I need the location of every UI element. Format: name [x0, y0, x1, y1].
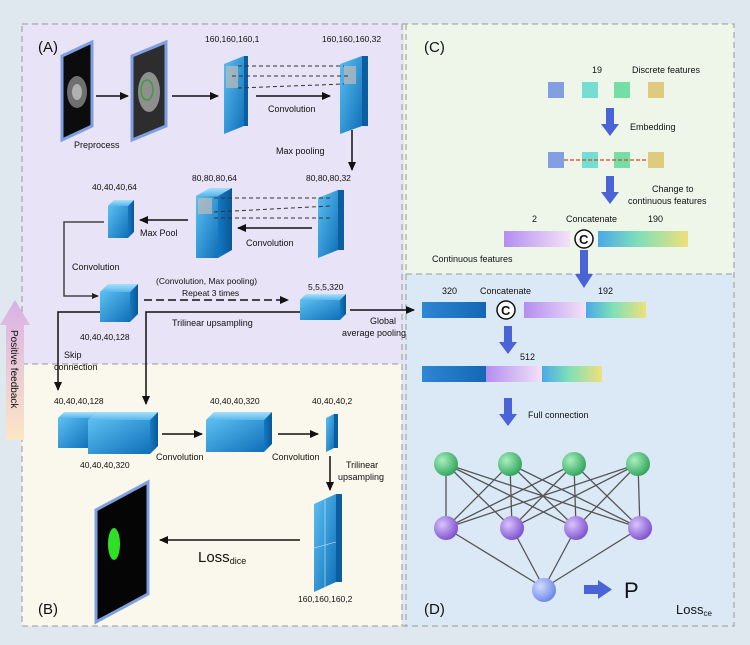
convolution-label-1: Convolution: [268, 104, 316, 114]
volume-b-40-2: [326, 414, 338, 452]
output-node: [532, 578, 556, 602]
volume-160-32: [340, 56, 368, 134]
skip-label-2: connection: [54, 362, 98, 372]
embedding-arrow: [601, 108, 619, 136]
panel-label-b: (B): [38, 601, 58, 618]
volume-160-1: [224, 56, 248, 134]
hidden-node: [500, 516, 524, 540]
concat-arrow-d: [499, 326, 517, 354]
preprocess-label: Preprocess: [74, 140, 120, 150]
convolution-label-2: Convolution: [246, 238, 294, 248]
combined-feature-bar-512: [422, 366, 602, 382]
dims-label-160-32: 160,160,160,32: [322, 34, 381, 44]
dims-label-80-64: 80,80,80,64: [192, 173, 237, 183]
change-arrow: [601, 176, 619, 204]
volume-40-128: [100, 284, 138, 322]
convolution-label-b2: Convolution: [272, 452, 320, 462]
continuous-features-label: Continuous features: [432, 254, 513, 264]
count-2-label: 2: [532, 214, 537, 224]
concatenate-label-c: Concatenate: [566, 214, 617, 224]
trilinear-label-b1: Trilinear: [346, 460, 378, 470]
input-node: [562, 452, 586, 476]
volume-40-64: [108, 200, 134, 238]
loss-dice-label: Lossdice: [198, 549, 246, 566]
convolution-label-3: Convolution: [72, 262, 120, 272]
volume-b-160-2: [313, 494, 342, 592]
repeat-label-line1: (Convolution, Max pooling): [156, 276, 257, 286]
dims-label-b-40-128: 40,40,40,128: [54, 396, 104, 406]
positive-feedback-label: Positive feedback: [8, 330, 19, 409]
svg-text:C: C: [579, 232, 589, 247]
dims-label-b-160-2: 160,160,160,2: [298, 594, 353, 604]
skip-label-1: Skip: [64, 350, 82, 360]
input-node: [434, 452, 458, 476]
loss-ce-label: Lossce: [676, 602, 712, 618]
discrete-features-label: Discrete features: [632, 65, 701, 75]
count-19-label: 19: [592, 65, 602, 75]
dims-label-5-320: 5,5,5,320: [308, 282, 344, 292]
clinical-feature-bar-192-purple: [524, 302, 586, 318]
segmentation-mask-image: [94, 479, 150, 625]
dims-label-160-1: 160,160,160,1: [205, 34, 260, 44]
embedded-feature-squares: [548, 152, 664, 168]
neural-network: [434, 452, 652, 602]
output-probability-label: P: [624, 578, 639, 603]
dims-label-b-40-2: 40,40,40,2: [312, 396, 352, 406]
global-avg-label-1: Global: [370, 316, 396, 326]
convolution-label-b1: Convolution: [156, 452, 204, 462]
dims-label-b-40-320-b: 40,40,40,320: [210, 396, 260, 406]
global-avg-label-2: average pooling: [342, 328, 406, 338]
panel-label-d: (D): [424, 601, 445, 618]
c-to-d-arrow: [575, 250, 593, 288]
clinical-feature-bar-192-rainbow: [586, 302, 646, 318]
count-512-label: 512: [520, 352, 535, 362]
repeat-label-line2: Repeat 3 times: [182, 288, 239, 298]
continuous-bar-2: [504, 231, 570, 247]
dims-label-40-64: 40,40,40,64: [92, 182, 137, 192]
discrete-bar-190: [598, 231, 688, 247]
count-320-label: 320: [442, 286, 457, 296]
volume-b-40-320: [88, 412, 158, 454]
volume-b-40-320-conv: [206, 412, 272, 452]
concatenate-label-d: Concatenate: [480, 286, 531, 296]
count-190-label: 190: [648, 214, 663, 224]
panel-d-background: [404, 274, 734, 626]
input-node: [498, 452, 522, 476]
embedding-label: Embedding: [630, 122, 676, 132]
max-pool-label: Max Pool: [140, 228, 178, 238]
panel-label-a: (A): [38, 39, 58, 56]
image-feature-bar-320: [422, 302, 486, 318]
concatenate-symbol-c: C: [574, 229, 594, 249]
trilinear-upsampling-label: Trilinear upsampling: [172, 318, 253, 328]
hidden-node: [564, 516, 588, 540]
dims-label-40-128: 40,40,40,128: [80, 332, 130, 342]
discrete-feature-squares: [548, 82, 664, 98]
preprocessed-image: [130, 39, 168, 143]
hidden-node: [434, 516, 458, 540]
panel-label-c: (C): [424, 39, 445, 56]
dims-label-80-32: 80,80,80,32: [306, 173, 351, 183]
svg-text:C: C: [501, 303, 511, 318]
change-label-1: Change to: [652, 184, 694, 194]
concatenate-symbol-d: C: [496, 300, 516, 320]
volume-80-32: [318, 190, 344, 258]
count-192-label: 192: [598, 286, 613, 296]
volume-5-320: [300, 294, 346, 320]
ct-scan-image: [60, 39, 94, 143]
full-connection-label: Full connection: [528, 410, 589, 420]
trilinear-label-b2: upsampling: [338, 472, 384, 482]
output-arrow: [584, 580, 612, 599]
hidden-node: [628, 516, 652, 540]
max-pooling-label: Max pooling: [276, 146, 325, 156]
volume-80-64: [196, 188, 232, 258]
positive-feedback-arrow: Positive feedback: [0, 300, 30, 440]
full-connection-arrow: [499, 398, 517, 426]
input-node: [626, 452, 650, 476]
dims-label-b-40-320-a: 40,40,40,320: [80, 460, 130, 470]
change-label-2: continuous features: [628, 196, 707, 206]
